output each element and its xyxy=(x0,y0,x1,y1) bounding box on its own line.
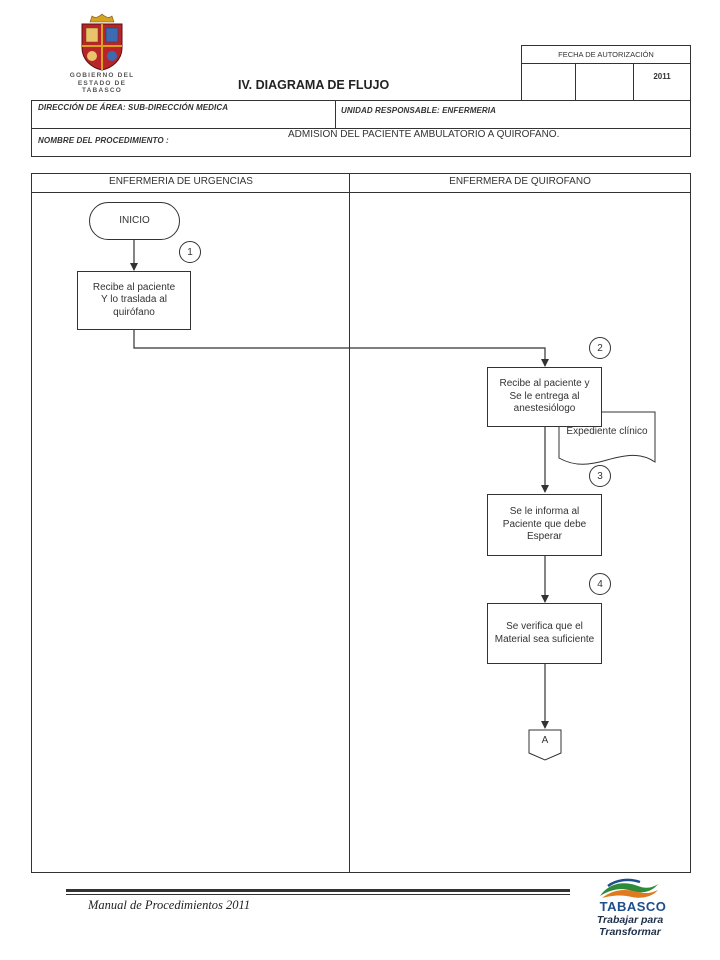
procedure-name: ADMISION DEL PACIENTE AMBULATORIO A QUIR… xyxy=(288,129,560,140)
page-title: IV. DIAGRAMA DE FLUJO xyxy=(238,78,390,92)
document-label: Expediente clínico xyxy=(566,426,648,437)
org-name: GOBIERNO DEL ESTADO DE TABASCO xyxy=(62,72,142,95)
manual-title: Manual de Procedimientos 2011 xyxy=(88,898,251,912)
offpage-connector-shape xyxy=(528,729,562,761)
org-line-2: ESTADO DE xyxy=(77,79,127,87)
start-terminator: INICIO xyxy=(89,202,180,240)
step-number-2: 2 xyxy=(589,337,611,359)
process-step-1: Recibe al paciente Y lo traslada al quir… xyxy=(77,271,191,330)
unit-label: UNIDAD RESPONSABLE: ENFERMERIA xyxy=(341,106,497,115)
process-step-3: Se le informa al Paciente que debe Esper… xyxy=(487,494,602,556)
brand-name: TABASCO xyxy=(599,899,667,914)
process-step-2: Recibe al paciente y Se le entrega al an… xyxy=(487,367,602,427)
lane-title-quirofano: ENFERMERA DE QUIROFANO xyxy=(449,176,591,187)
lanes-frame xyxy=(31,173,691,873)
step-number-3: 3 xyxy=(589,465,611,487)
area-label: DIRECCIÓN DE ÁREA: SUB-DIRECCIÓN MEDICA xyxy=(38,103,229,112)
authorization-year: 2011 xyxy=(653,72,671,81)
process-step-4: Se verifica que el Material sea suficien… xyxy=(487,603,602,664)
brand-slogan: Trabajar para Transformar xyxy=(596,914,664,938)
org-line-3: TABASCO xyxy=(81,87,123,94)
procedure-row xyxy=(31,128,691,157)
authorization-label: FECHA DE AUTORIZACIÓN xyxy=(558,50,654,59)
arrow-1-to-2 xyxy=(133,330,549,367)
org-line-1: GOBIERNO DEL xyxy=(69,72,135,79)
lane-title-urgencias: ENFERMERIA DE URGENCIAS xyxy=(109,176,253,187)
footer-rule xyxy=(66,889,570,892)
step-number-4: 4 xyxy=(589,573,611,595)
tabasco-logo-icon xyxy=(598,878,660,902)
state-seal-icon xyxy=(72,12,132,72)
procedure-label: NOMBRE DEL PROCEDIMIENTO : xyxy=(38,136,169,145)
offpage-connector-label: A xyxy=(541,735,549,746)
step-number-1: 1 xyxy=(179,241,201,263)
